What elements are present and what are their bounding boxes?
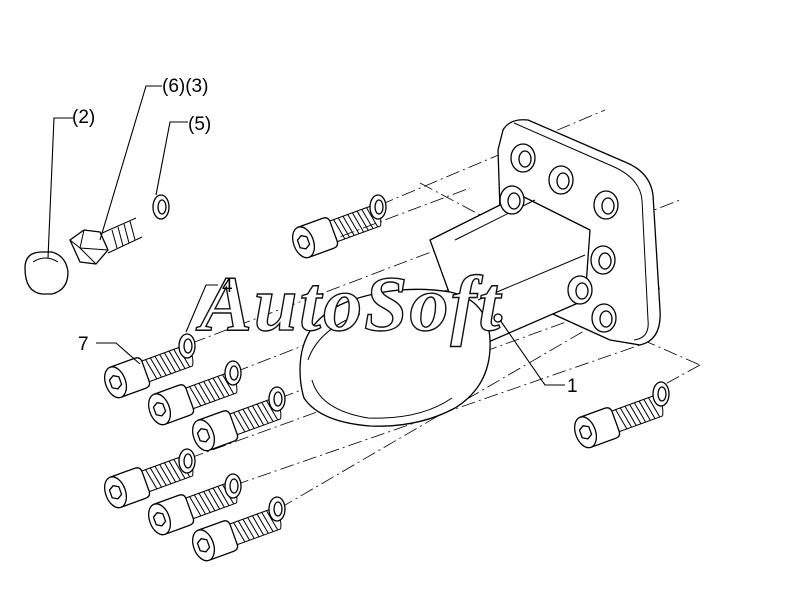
cap-nut [24, 251, 69, 295]
hex-bolt [69, 217, 143, 265]
callout-1: 1 [567, 376, 578, 397]
callout-6-3: (6)(3) [162, 76, 208, 97]
callout-4: 4 [222, 276, 233, 297]
callout-2: (2) [72, 107, 95, 128]
main-flange-body [299, 119, 661, 427]
washer-top-left [152, 194, 170, 220]
callout-5: (5) [188, 114, 211, 135]
callout-7: 7 [78, 334, 89, 355]
watermark: AutoSoft [195, 260, 502, 347]
leader-lines [47, 85, 565, 386]
